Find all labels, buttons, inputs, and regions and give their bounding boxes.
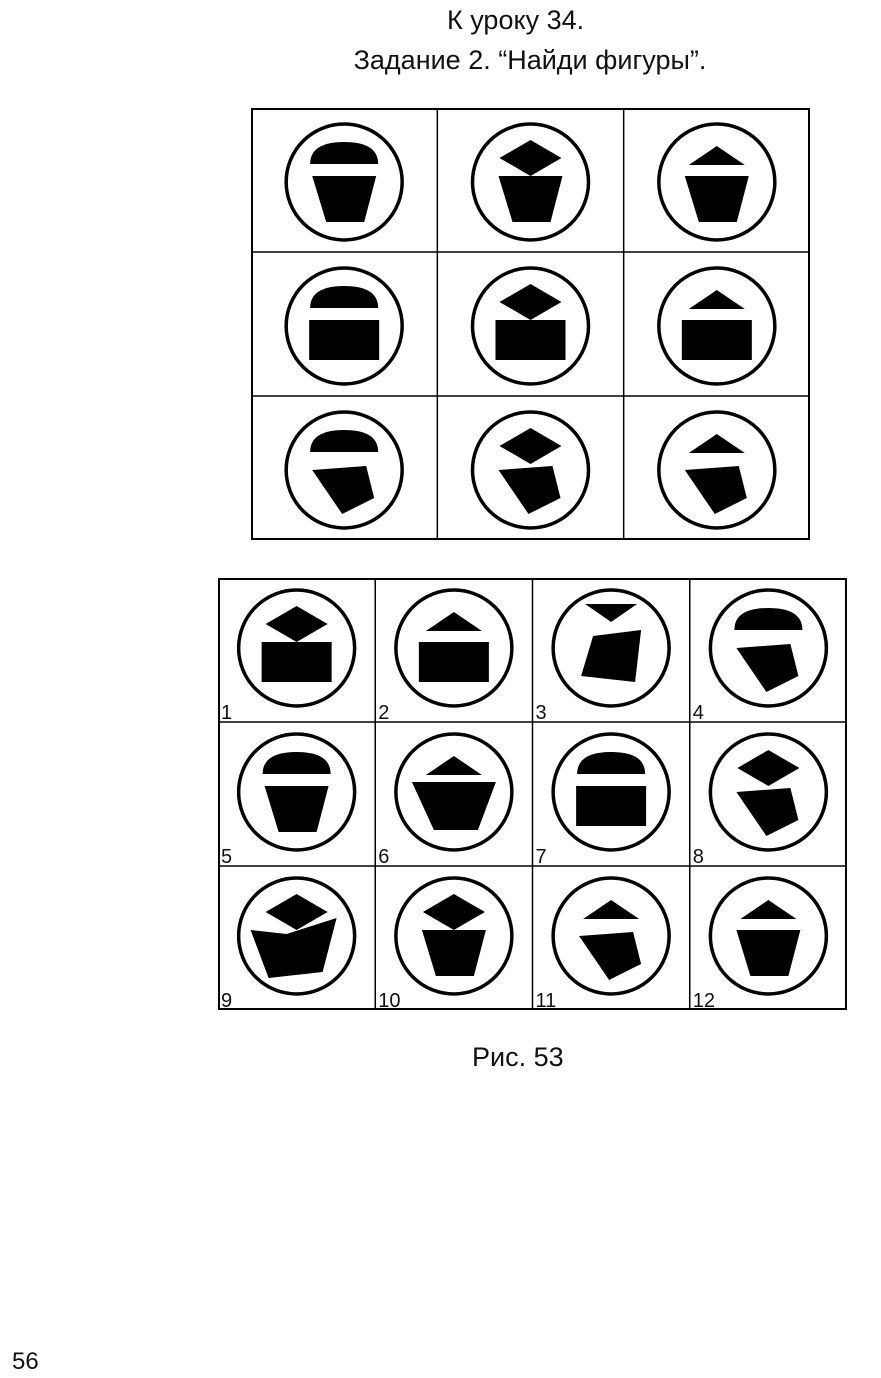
- figure-badge: [657, 410, 777, 530]
- figure-badge: [708, 588, 829, 708]
- figure-badge: [657, 122, 777, 242]
- diamond-shape: [422, 894, 485, 930]
- dome-shape: [734, 608, 803, 630]
- option-number: 9: [221, 990, 232, 1012]
- triangle-shape: [425, 756, 482, 775]
- trapezoid-shape: [736, 930, 801, 976]
- figure-badge: [657, 266, 777, 386]
- option-number: 4: [693, 702, 704, 724]
- option-number: 7: [536, 846, 547, 868]
- quadrilateral-shape: [579, 932, 642, 980]
- triangle-shape: [425, 612, 482, 631]
- quadrilateral-shape: [312, 466, 375, 514]
- figure-badge: [470, 266, 591, 386]
- figure-badge: [551, 732, 671, 852]
- figure-caption: Рис. 53: [472, 1042, 564, 1072]
- diamond-shape: [499, 284, 562, 320]
- option-number: 8: [693, 846, 704, 868]
- rectangle-shape: [681, 320, 752, 360]
- lesson-title: К уроку 34.: [447, 5, 585, 35]
- option-number: 11: [536, 990, 557, 1012]
- figure-badge: [394, 876, 514, 996]
- quadrilateral-shape: [736, 644, 799, 692]
- figure-badge: [551, 588, 671, 708]
- option-number: 5: [221, 846, 232, 868]
- figure-badge: [236, 588, 357, 708]
- figure-badge: [394, 588, 514, 708]
- rectangle-shape: [309, 320, 380, 360]
- dome-shape: [262, 752, 331, 774]
- figure-badge: [708, 732, 829, 852]
- figure-badge: [551, 876, 671, 996]
- figure-badge: [284, 266, 404, 386]
- option-number: 3: [536, 702, 547, 724]
- option-number: 6: [378, 846, 389, 868]
- quadrilateral-shape: [581, 630, 642, 682]
- figure-badge: [236, 876, 357, 996]
- diamond-shape: [265, 894, 328, 930]
- figure-badge: [708, 876, 829, 996]
- dome-shape: [577, 752, 646, 774]
- option-number: 10: [378, 990, 400, 1012]
- triangle-shape: [688, 434, 745, 453]
- trapezoid-shape: [684, 176, 749, 222]
- figure-badge: [284, 410, 404, 530]
- trapezoid-shape: [411, 782, 496, 830]
- dome-shape: [310, 286, 379, 308]
- figure-badge: [394, 732, 514, 852]
- dome-shape: [310, 142, 379, 164]
- quadrilateral-shape: [498, 466, 561, 514]
- rectangle-shape: [495, 320, 566, 360]
- triangle-shape: [583, 900, 640, 919]
- rectangle-shape: [576, 786, 647, 826]
- figure-badge: [470, 122, 591, 242]
- option-number: 12: [693, 990, 715, 1012]
- quadrilateral-shape: [684, 466, 747, 514]
- triangle-shape: [688, 146, 745, 165]
- triangle-shape: [688, 290, 745, 309]
- trapezoid-shape: [421, 930, 486, 976]
- figure-badge: [284, 122, 404, 242]
- page-number: 56: [12, 1348, 39, 1375]
- diamond-shape: [265, 606, 328, 642]
- dome-shape: [310, 430, 379, 452]
- triangle-shape: [740, 900, 797, 919]
- trapezoid-shape: [498, 176, 563, 222]
- diamond-shape: [499, 428, 562, 464]
- figure-badge: [236, 732, 357, 852]
- trapezoid-shape: [250, 918, 337, 978]
- diamond-shape: [737, 750, 800, 786]
- quadrilateral-shape: [736, 788, 799, 836]
- grid-border: [251, 108, 810, 540]
- pattern-grid: [251, 108, 810, 540]
- trapezoid-shape: [264, 786, 329, 832]
- task-title: Задание 2. “Найди фигуры”.: [353, 45, 707, 75]
- option-number: 2: [378, 702, 389, 724]
- figure-badge: [470, 410, 591, 530]
- trapezoid-shape: [312, 176, 377, 222]
- rectangle-shape: [261, 642, 332, 682]
- triangle-down-shape: [585, 604, 638, 622]
- diamond-shape: [499, 140, 562, 176]
- rectangle-shape: [418, 642, 489, 682]
- option-number: 1: [221, 702, 232, 724]
